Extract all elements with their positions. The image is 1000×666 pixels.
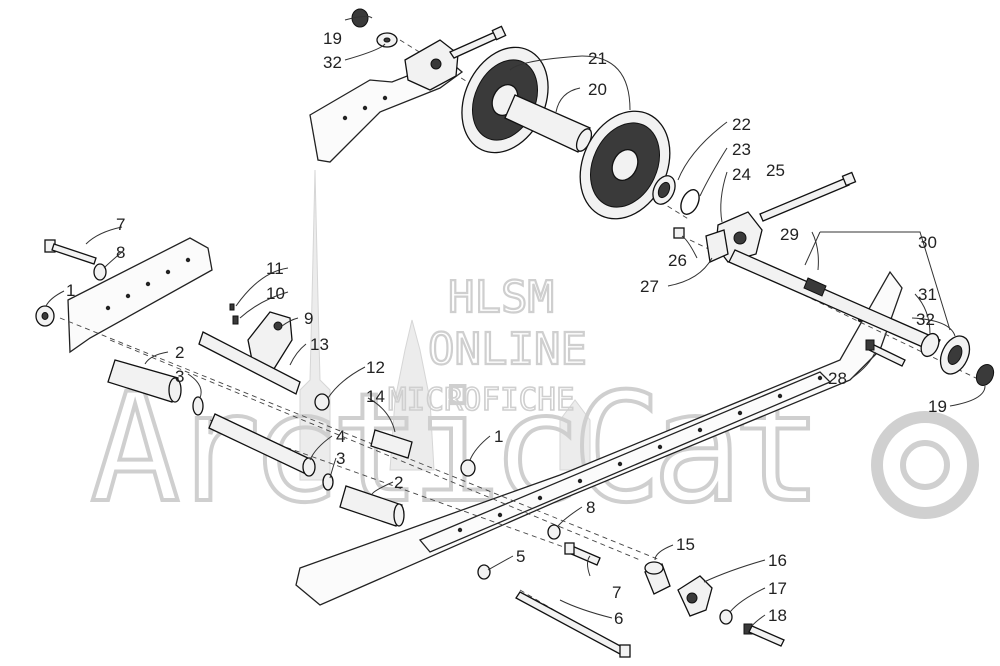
- washer-5: [477, 564, 491, 580]
- bolt-28: [865, 339, 906, 367]
- bolt-7-lower: [564, 542, 601, 566]
- callout-2-lower: 2: [394, 473, 403, 492]
- callout-32-right: 32: [916, 310, 935, 329]
- long-bolt-6: [515, 591, 631, 658]
- adjuster-bolt-front: [449, 25, 507, 59]
- callout-7-lower: 7: [612, 583, 621, 602]
- washer-3-lower: [322, 473, 334, 491]
- nut-26: [673, 227, 685, 239]
- callout-3-upper: 3: [175, 367, 184, 386]
- callout-22: 22: [732, 115, 751, 134]
- callout-19-right: 19: [928, 397, 947, 416]
- cross-shaft-4: [208, 413, 316, 477]
- spacer-tube-2-upper: [107, 359, 182, 403]
- callout-16: 16: [768, 551, 787, 570]
- washer-top: [376, 32, 398, 48]
- callout-labels: 19 32 21 20 22 23 24 25 29 30 26 27 31 3…: [66, 29, 947, 628]
- pivot-shaft-13: [198, 331, 301, 395]
- callout-4: 4: [336, 427, 345, 446]
- callout-14: 14: [366, 387, 385, 406]
- callout-28: 28: [828, 369, 847, 388]
- nut-1-right: [460, 459, 476, 477]
- bearing: [652, 175, 676, 205]
- lock-block-27: [705, 229, 729, 263]
- nut-1-left: [35, 305, 55, 327]
- set-screw-11: [229, 303, 235, 311]
- callout-26: 26: [668, 251, 687, 270]
- callout-1-right: 1: [494, 427, 503, 446]
- slide-rail-lower: [295, 270, 903, 606]
- snap-ring: [680, 189, 700, 215]
- slide-rail-upper: [67, 59, 464, 354]
- callout-13: 13: [310, 335, 329, 354]
- leader-lines: [45, 15, 986, 627]
- callout-8-lower: 8: [586, 498, 595, 517]
- callout-12: 12: [366, 358, 385, 377]
- bushing-12: [314, 393, 330, 411]
- callout-17: 17: [768, 579, 787, 598]
- callout-1-left: 1: [66, 281, 75, 300]
- callout-20: 20: [588, 80, 607, 99]
- bolt-18: [743, 623, 785, 647]
- shock-mount-16: [677, 575, 713, 617]
- callout-32-top: 32: [323, 53, 342, 72]
- watermark-hlsm: HLSM: [448, 272, 554, 323]
- callout-5: 5: [516, 547, 525, 566]
- callout-9: 9: [304, 309, 313, 328]
- watermark-wheel: [871, 411, 979, 519]
- callout-25: 25: [766, 161, 785, 180]
- callout-11: 11: [266, 259, 284, 278]
- callout-29: 29: [780, 225, 799, 244]
- callout-18: 18: [768, 606, 787, 625]
- callout-10: 10: [266, 284, 285, 303]
- callout-8-upper: 8: [116, 243, 125, 262]
- adjuster-bolt-rear: [759, 171, 857, 222]
- grease-fitting-10: [232, 315, 239, 325]
- idler-wheel-outer: [579, 110, 671, 220]
- callout-2-upper: 2: [175, 343, 184, 362]
- rear-wheel-cap: [939, 335, 971, 375]
- callout-15: 15: [676, 535, 695, 554]
- callout-31: 31: [918, 285, 937, 304]
- spacer-tube-2-lower: [339, 485, 405, 527]
- washer-3-upper: [192, 396, 204, 416]
- washer-8-lower: [547, 524, 561, 540]
- bolt-7-upper: [44, 239, 97, 265]
- callout-21: 21: [588, 49, 607, 68]
- rear-cap-nut: [975, 363, 995, 387]
- washer-17: [719, 609, 733, 625]
- axle-bracket-front: [404, 39, 459, 91]
- shock-bushing-15: [644, 561, 671, 595]
- sleeve-14: [370, 429, 413, 459]
- washer-8-upper: [93, 263, 107, 281]
- callout-6: 6: [614, 609, 623, 628]
- callout-3-lower: 3: [336, 449, 345, 468]
- watermark-online: ONLINE: [428, 324, 587, 375]
- rear-axle-shaft: [728, 249, 941, 353]
- callout-7-upper: 7: [116, 215, 125, 234]
- callout-23: 23: [732, 140, 751, 159]
- callout-24: 24: [732, 165, 751, 184]
- callout-27: 27: [640, 277, 659, 296]
- rear-axle-spacer: [920, 332, 940, 358]
- callout-19-top: 19: [323, 29, 342, 48]
- callout-30: 30: [918, 233, 937, 252]
- watermark-microfiche: MICROFICHE: [388, 382, 575, 418]
